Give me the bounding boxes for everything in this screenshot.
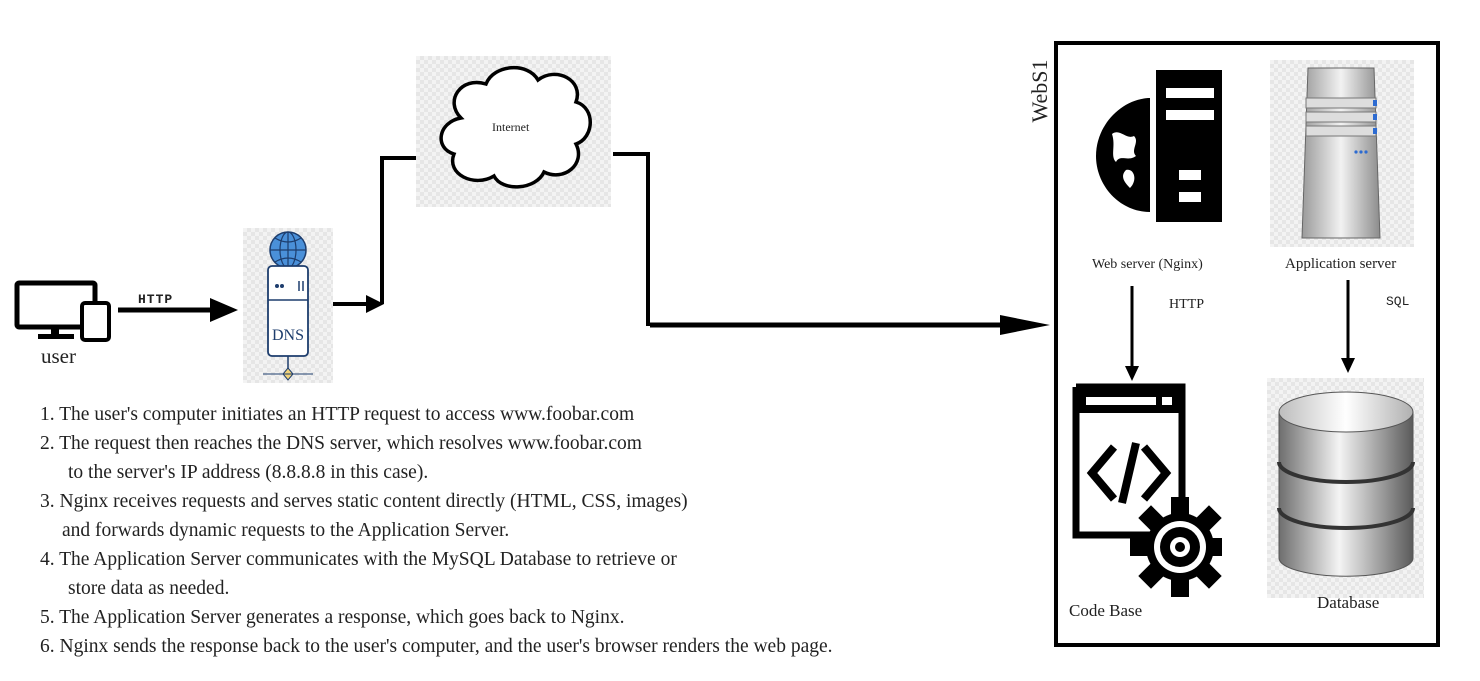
dns-label: DNS (272, 327, 304, 344)
app-server-label: Application server (1285, 256, 1397, 272)
user-label: user (41, 344, 76, 368)
database-node (1267, 378, 1424, 598)
edge-user-to-dns (118, 298, 238, 322)
database-icon (1277, 391, 1415, 577)
edge-app-to-database (1341, 280, 1355, 373)
step-continuation: store data as needed. (68, 578, 230, 599)
code-settings-icon (1072, 383, 1230, 597)
edge-label-nginx-codebase: HTTP (1169, 297, 1204, 312)
step-text: 2. The request then reaches the DNS serv… (40, 433, 642, 454)
step-text: 3. Nginx receives requests and serves st… (40, 491, 688, 512)
step-continuation: to the server's IP address (8.8.8.8 in t… (68, 462, 429, 483)
edge-nginx-to-codebase (1125, 286, 1139, 381)
edge-dns-to-internet (332, 156, 416, 313)
process-steps: 1. The user's computer initiates an HTTP… (40, 400, 833, 661)
internet-node: Internet (416, 56, 611, 207)
server-box-title: WebS1 (1027, 59, 1052, 123)
web-server-label: Web server (Nginx) (1092, 257, 1203, 272)
step-item: 1. The user's computer initiates an HTTP… (40, 400, 833, 429)
computer-devices-icon (14, 280, 111, 342)
user-node: user (14, 280, 114, 370)
internet-label: Internet (492, 120, 530, 134)
web-server-node (1090, 70, 1224, 222)
step-text: 6. Nginx sends the response back to the … (40, 636, 833, 657)
web-server-icon (1096, 70, 1222, 222)
dns-server-icon: DNS (263, 231, 313, 381)
code-base-label: Code Base (1069, 601, 1143, 620)
server-box (1054, 41, 1440, 647)
step-text: 1. The user's computer initiates an HTTP… (40, 404, 635, 425)
edge-label-user-dns: HTTP (138, 292, 174, 307)
app-server-icon (1301, 67, 1381, 239)
edge-internet-to-server (613, 152, 1050, 335)
step-item: 4. The Application Server communicates w… (40, 545, 833, 603)
step-text: 5. The Application Server generates a re… (40, 607, 625, 628)
step-continuation: and forwards dynamic requests to the App… (62, 520, 510, 541)
cloud-icon (439, 65, 592, 189)
dns-node: DNS (243, 228, 333, 383)
database-label: Database (1317, 593, 1380, 612)
edge-label-app-db: SQL (1386, 294, 1410, 309)
step-item: 2. The request then reaches the DNS serv… (40, 429, 833, 487)
code-base-node (1070, 383, 1230, 605)
step-item: 6. Nginx sends the response back to the … (40, 632, 833, 661)
step-text: 4. The Application Server communicates w… (40, 549, 677, 570)
step-item: 3. Nginx receives requests and serves st… (40, 487, 833, 545)
step-item: 5. The Application Server generates a re… (40, 603, 833, 632)
app-server-node (1270, 60, 1414, 247)
